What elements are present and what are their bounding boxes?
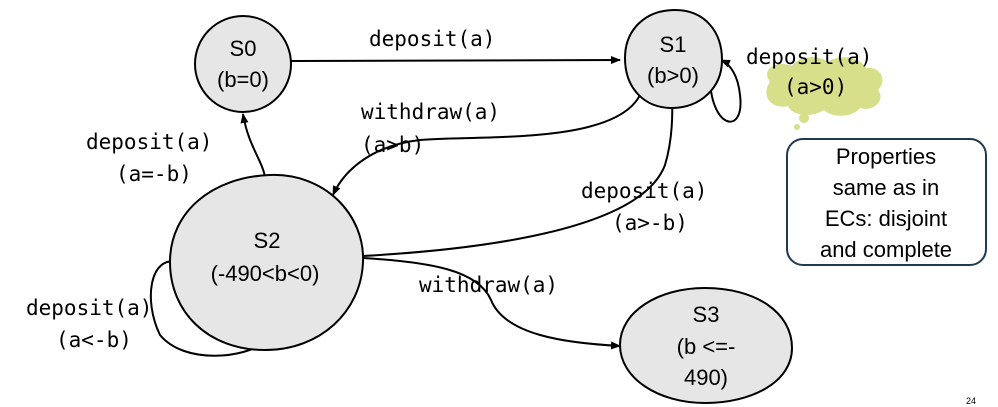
note-line-2: same as in: [833, 175, 939, 200]
cloud-bubble-large: [799, 113, 809, 123]
label-s1-self-action: deposit(a): [746, 45, 872, 69]
state-s3-name: S3: [693, 302, 720, 327]
label-s2-s1-guard: (a>-b): [612, 211, 688, 235]
note-line-3: ECs: disjoint: [825, 206, 947, 231]
label-s2-self-guard: (a<-b): [56, 328, 132, 352]
state-s1-condition: (b>0): [647, 63, 699, 88]
arrow-s1-to-s2: [332, 94, 641, 196]
label-s1-s2-guard: (a>b): [361, 133, 424, 157]
state-s0: S0 (b=0): [194, 15, 292, 113]
arrow-s1-self-loop: [709, 59, 742, 123]
note-line-1: Properties: [836, 144, 936, 169]
state-s3-condition-line2: 490): [684, 365, 728, 390]
state-s2-shape: [168, 173, 365, 352]
state-s3: S3 (b <=- 490): [618, 286, 794, 405]
properties-note: Properties same as in ECs: disjoint and …: [786, 138, 987, 266]
arrow-s2-to-s3: [362, 257, 621, 350]
arrow-s2-self-loop: [149, 260, 266, 357]
state-s2: S2 (-490<b<0): [168, 173, 365, 352]
state-s1-name: S1: [660, 32, 687, 57]
label-s2-self-action: deposit(a): [26, 296, 152, 320]
state-s0-condition: (b=0): [217, 67, 269, 92]
arrow-s0-to-s1: [290, 56, 621, 65]
guard-cloud: [766, 57, 883, 130]
state-s0-name: S0: [230, 36, 257, 61]
label-s2-s3-action: withdraw(a): [419, 273, 558, 297]
arrow-s2-to-s0: [240, 113, 266, 178]
note-box: [786, 138, 987, 266]
label-s2-s0-guard: (a=-b): [116, 162, 192, 186]
state-s0-shape: [194, 15, 292, 113]
state-s2-condition: (-490<b<0): [211, 261, 320, 286]
arrow-s2-to-s1: [362, 96, 677, 257]
page-number: 24: [966, 396, 976, 406]
label-s2-s0-action: deposit(a): [86, 130, 212, 154]
label-s1-s2-action: withdraw(a): [361, 100, 500, 124]
state-s3-shape: [618, 286, 794, 405]
note-line-4: and complete: [820, 237, 952, 262]
state-s1: S1 (b>0): [623, 8, 724, 110]
state-s1-shape: [623, 8, 724, 110]
state-s2-name: S2: [254, 228, 281, 253]
label-s0-s1-action: deposit(a): [369, 27, 495, 51]
cloud-bubble-small: [794, 124, 800, 130]
label-s1-self-guard: (a>0): [784, 75, 847, 99]
label-s2-s1-action: deposit(a): [581, 179, 707, 203]
state-s3-condition-line1: (b <=-: [677, 334, 736, 359]
cloud-shape: [766, 57, 883, 116]
